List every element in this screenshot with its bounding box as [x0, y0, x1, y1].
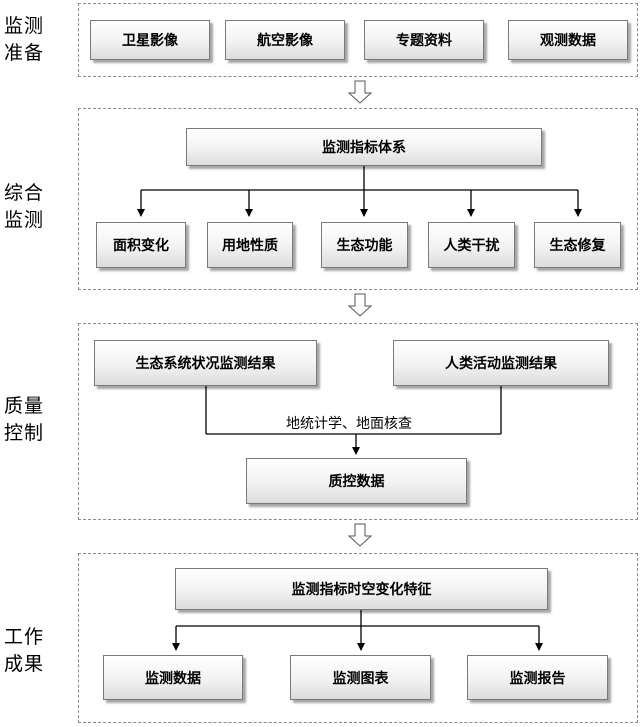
- ecosystem-status-result: 生态系统状况监测结果: [94, 340, 317, 386]
- section-label-results-line2: 成果: [4, 653, 45, 675]
- section-label-monitor-line2: 监测: [4, 209, 45, 231]
- section-monitor-frame: [78, 108, 638, 290]
- human-activity-result: 人类活动监测结果: [393, 340, 609, 386]
- section-label-results-line1: 工作: [4, 626, 45, 648]
- monitor-item-ecological-restoration: 生态修复: [534, 222, 621, 268]
- result-item-monitoring-charts: 监测图表: [290, 655, 431, 700]
- section-label-monitor: 综合 监测: [4, 180, 44, 234]
- hollow-down-arrow-1: [347, 80, 373, 104]
- hollow-down-arrow-2: [347, 293, 373, 317]
- prep-item-thematic-data: 专题资料: [364, 20, 484, 60]
- section-quality-frame: [78, 323, 638, 520]
- qc-data: 质控数据: [246, 458, 467, 504]
- prep-item-aerial-imagery: 航空影像: [225, 20, 345, 60]
- monitoring-indicator-system: 监测指标体系: [186, 128, 542, 166]
- result-item-monitoring-data: 监测数据: [103, 655, 243, 700]
- spatiotemporal-feature: 监测指标时空变化特征: [175, 568, 548, 610]
- section-label-monitor-line1: 综合: [4, 182, 45, 204]
- prep-item-satellite-imagery: 卫星影像: [90, 20, 210, 60]
- section-label-prep-line2: 准备: [4, 42, 45, 64]
- section-label-prep-line1: 监测: [4, 15, 45, 37]
- section-label-results: 工作 成果: [4, 624, 44, 678]
- result-item-monitoring-report: 监测报告: [467, 655, 608, 700]
- monitor-item-land-use: 用地性质: [207, 222, 293, 268]
- section-results-frame: [78, 553, 638, 723]
- hollow-down-arrow-3: [347, 523, 373, 547]
- monitor-item-area-change: 面积变化: [96, 222, 186, 268]
- section-label-quality-line2: 控制: [4, 422, 45, 444]
- section-label-quality-line1: 质量: [4, 395, 45, 417]
- section-prep-frame: [78, 3, 638, 77]
- method-note: 地统计学、地面核查: [286, 416, 412, 432]
- section-label-prep: 监测 准备: [4, 13, 44, 67]
- prep-item-observation-data: 观测数据: [508, 20, 628, 60]
- monitor-item-human-disturbance: 人类干扰: [428, 222, 515, 268]
- section-label-quality: 质量 控制: [4, 393, 44, 447]
- monitor-item-ecological-function: 生态功能: [321, 222, 408, 268]
